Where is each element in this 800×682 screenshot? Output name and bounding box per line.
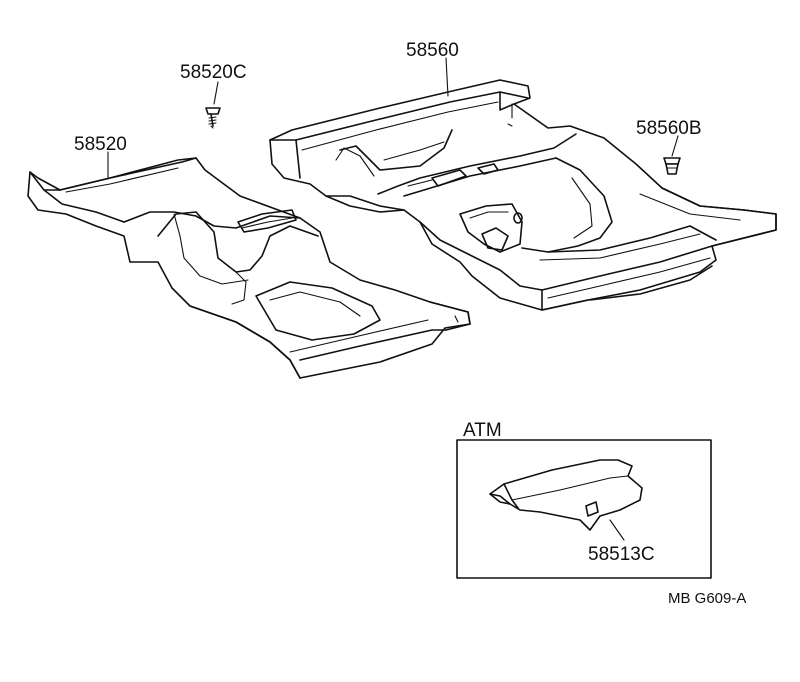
callout-58560: 58560	[406, 40, 459, 61]
callout-58520c: 58520C	[180, 62, 247, 83]
figure-code: MB G609-A	[668, 590, 746, 607]
front-floor-carpet	[27, 157, 471, 379]
leader-lines	[107, 57, 679, 541]
callout-58513c: 58513C	[588, 544, 655, 565]
callout-58560b: 58560B	[636, 118, 702, 139]
atm-inset-title: ATM	[463, 420, 502, 441]
push-clip-58560b	[663, 157, 681, 175]
rear-floor-carpet	[269, 79, 777, 311]
atm-inset-frame	[456, 439, 712, 579]
screw-clip-58520c	[205, 107, 221, 129]
atm-floor-pad	[489, 459, 643, 531]
callout-58520: 58520	[74, 134, 127, 155]
atm-inset: ATM	[456, 420, 712, 579]
